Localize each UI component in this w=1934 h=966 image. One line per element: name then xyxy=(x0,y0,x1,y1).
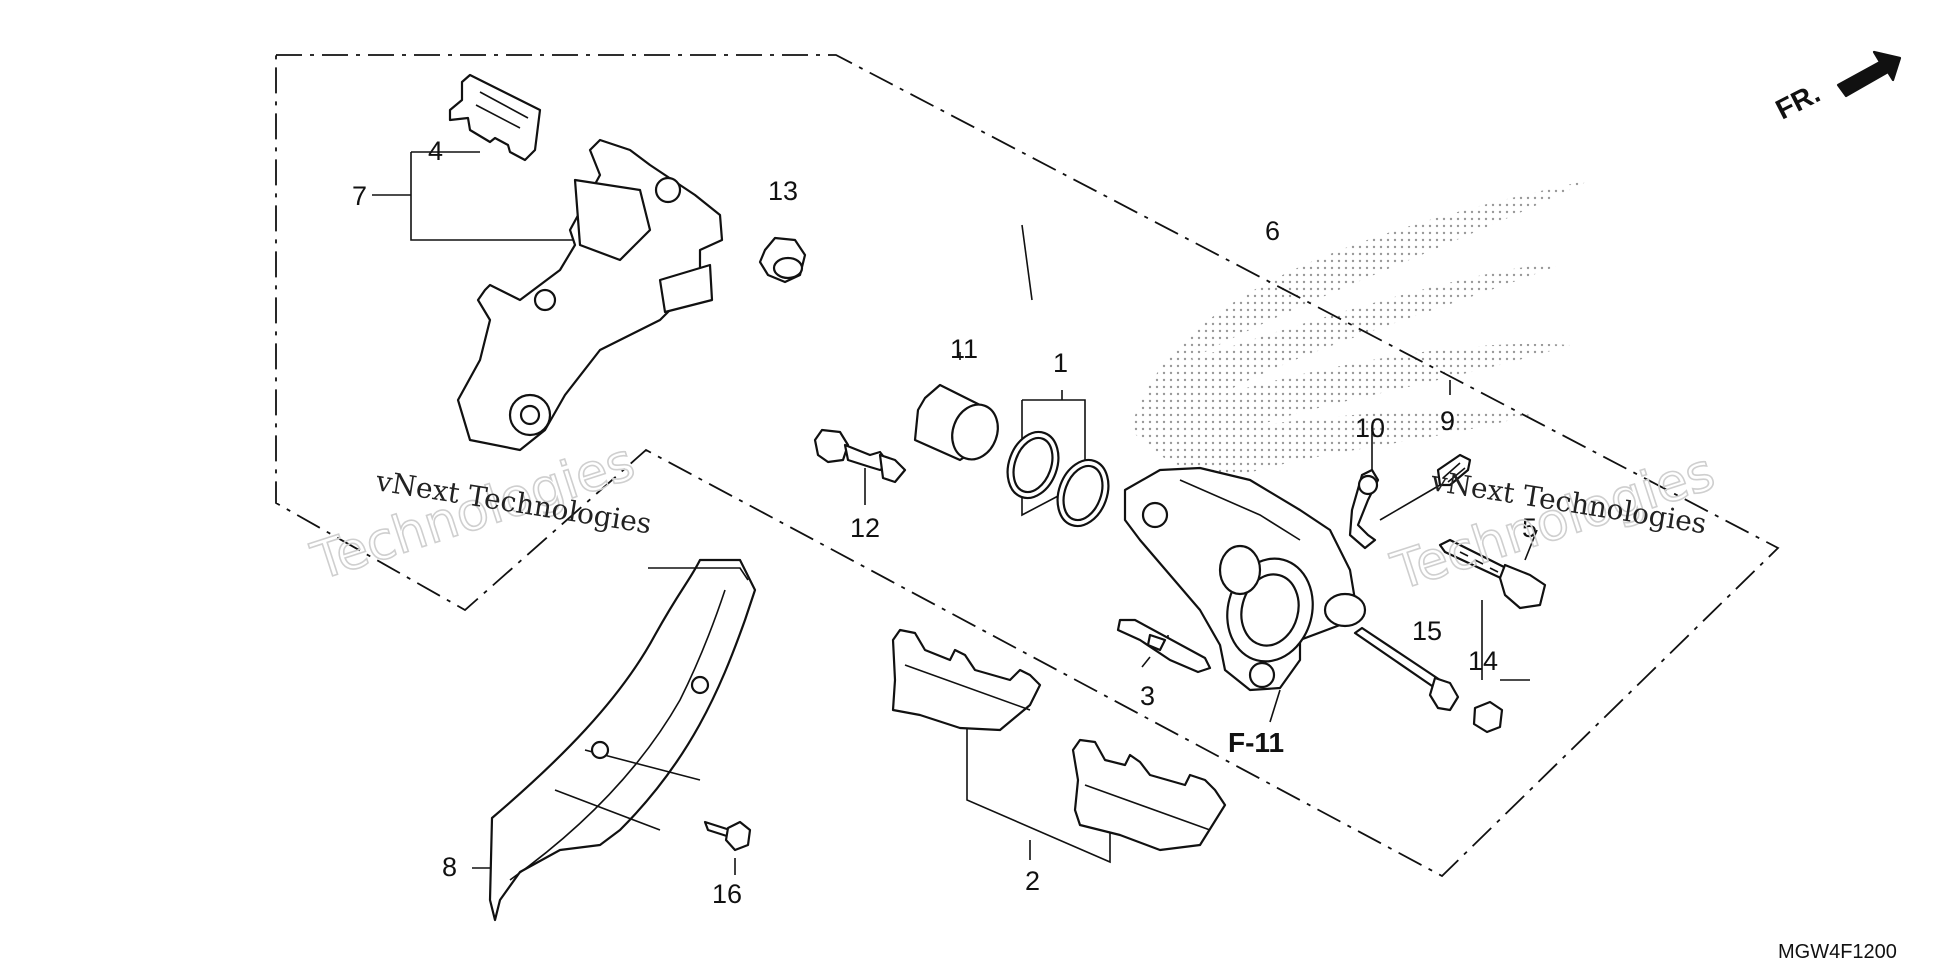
reference-label: F-11 xyxy=(1228,727,1284,758)
callout-3: 3 xyxy=(1140,681,1155,711)
brake-pads-part-2 xyxy=(891,628,1227,852)
pad-spring-part-3 xyxy=(1116,618,1212,674)
bleeder-cap-part-10 xyxy=(1348,468,1380,550)
caliper-body-part-6 xyxy=(1123,466,1367,692)
assembly-boundary xyxy=(275,54,1780,878)
part-callouts: 1 2 3 4 5 6 7 8 9 10 11 12 13 14 15 16 xyxy=(352,136,1537,909)
callout-1: 1 xyxy=(1053,348,1068,378)
cap-nut-part-13 xyxy=(758,236,807,284)
plug-part-14 xyxy=(1472,700,1504,734)
callout-16: 16 xyxy=(712,879,742,909)
bleeder-valve-part-9 xyxy=(1379,453,1472,521)
pin-bolt-part-5 xyxy=(1438,538,1547,610)
callout-8: 8 xyxy=(442,852,457,882)
callout-4: 4 xyxy=(428,136,443,166)
diagram-code: MGW4F1200 xyxy=(1778,941,1897,963)
disc-guard-part-8 xyxy=(488,558,757,922)
wing-logo-watermark xyxy=(1130,180,1590,475)
watermark-left: Technologies vNext Technologies xyxy=(304,431,654,593)
callout-15: 15 xyxy=(1412,616,1442,646)
callout-13: 13 xyxy=(768,176,798,206)
callout-10: 10 xyxy=(1355,413,1385,443)
pad-pin-part-12 xyxy=(813,428,907,484)
front-direction-label: FR. xyxy=(1771,77,1825,125)
bolt-part-16 xyxy=(703,820,752,852)
callout-9: 9 xyxy=(1440,406,1455,436)
callout-6: 6 xyxy=(1265,216,1280,246)
callout-14: 14 xyxy=(1468,646,1498,676)
piston-part-11 xyxy=(913,383,999,462)
piston-seals-part-1 xyxy=(1006,430,1110,528)
watermark-right: Technologies vNext Technologies xyxy=(1384,441,1723,603)
pad-pin-part-15 xyxy=(1353,626,1460,712)
front-direction-arrow: FR. xyxy=(1771,50,1902,125)
caliper-bracket-part-7 xyxy=(456,138,724,452)
callout-2: 2 xyxy=(1025,866,1040,896)
pad-retainer-part-4 xyxy=(448,73,542,162)
callout-11: 11 xyxy=(950,334,978,364)
callout-7: 7 xyxy=(352,181,367,211)
callout-5: 5 xyxy=(1522,513,1537,543)
callout-12: 12 xyxy=(850,513,880,543)
